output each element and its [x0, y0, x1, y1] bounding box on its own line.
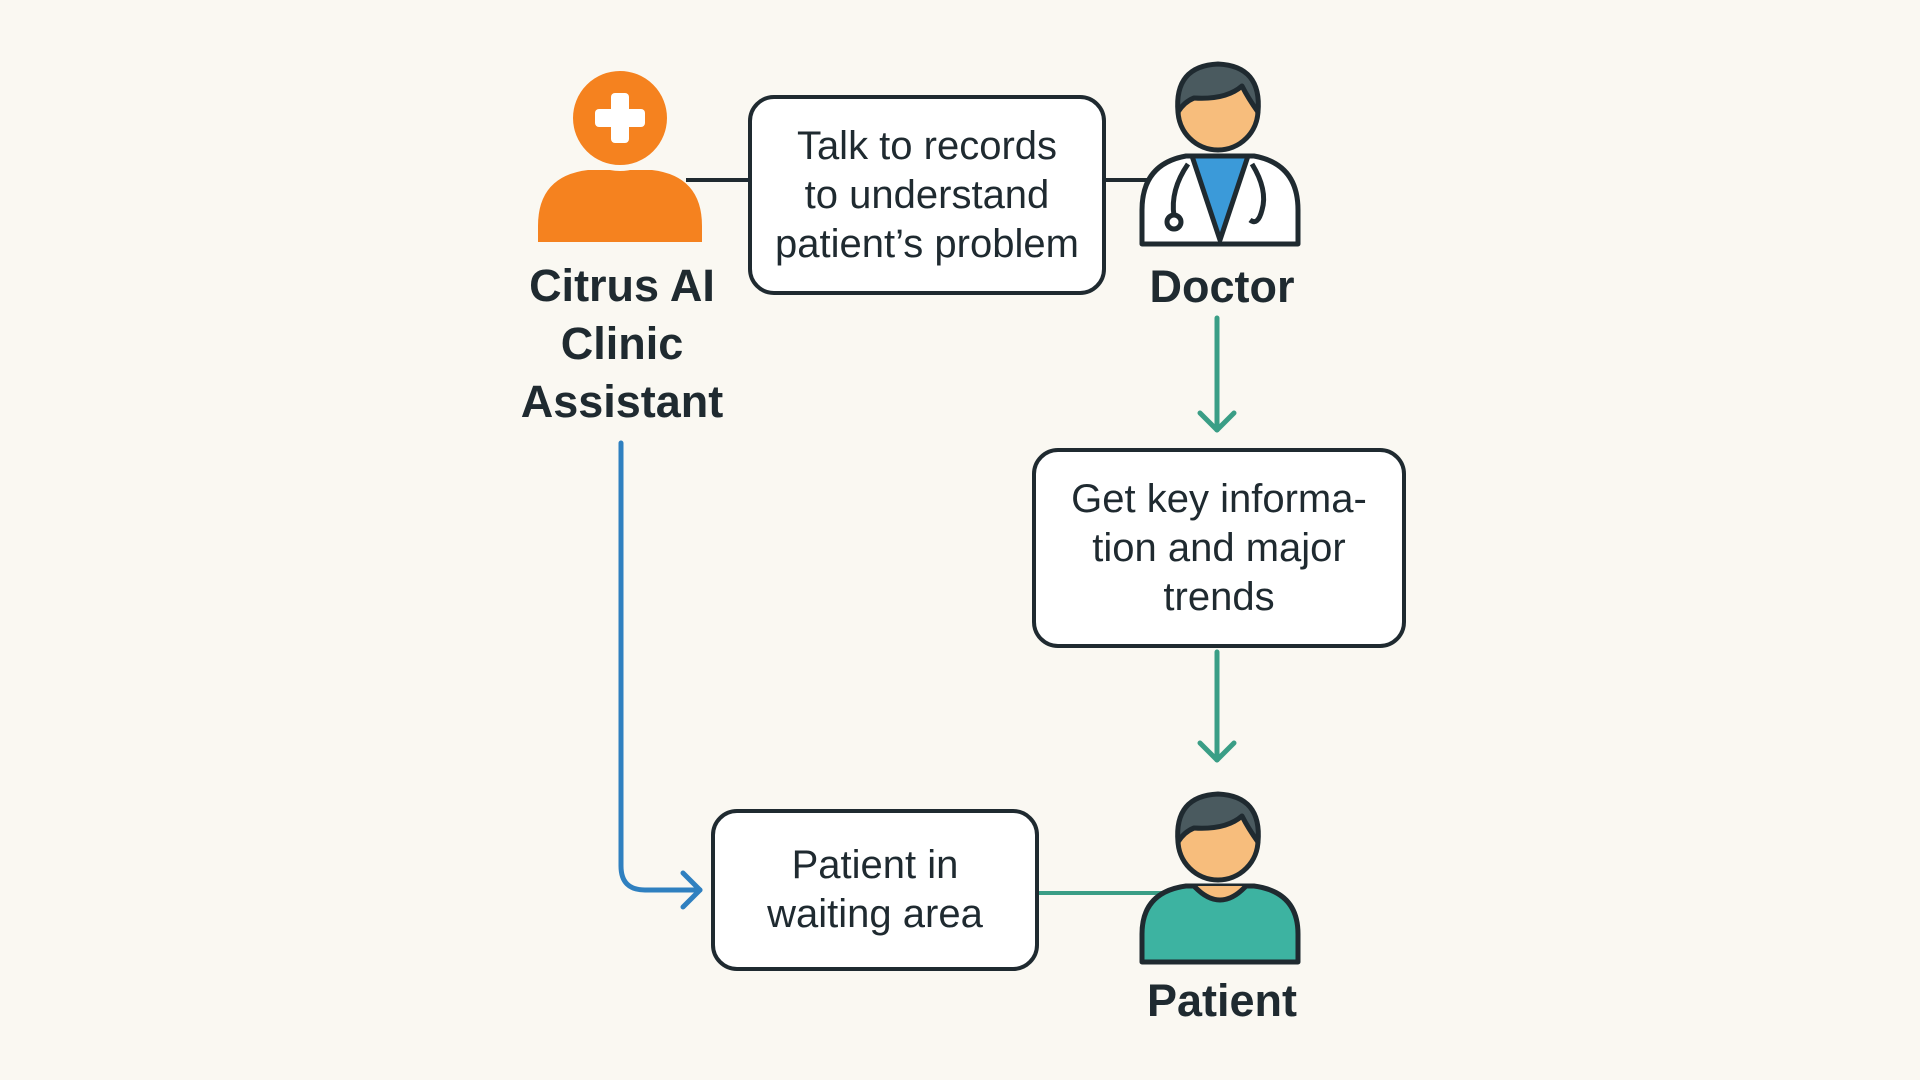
doctor-stethoscope-icon [1130, 40, 1310, 250]
step-talk-to-records: Talk to records to understand patient’s … [748, 95, 1106, 295]
arrow-assistant-to-waiting [618, 440, 703, 910]
patient-person-icon [1130, 774, 1310, 968]
doctor-label: Doctor [1149, 261, 1295, 312]
patient-label: Patient [1146, 975, 1298, 1026]
arrow-info-to-patient [1197, 649, 1237, 763]
assistant-label: Citrus AI Clinic Assistant [520, 260, 724, 427]
arrow-doctor-to-info [1197, 315, 1237, 433]
step-patient-waiting-area: Patient in waiting area [711, 809, 1039, 971]
medical-cross-person-icon [528, 65, 712, 242]
step-get-key-information: Get key informa- tion and major trends [1032, 448, 1406, 648]
